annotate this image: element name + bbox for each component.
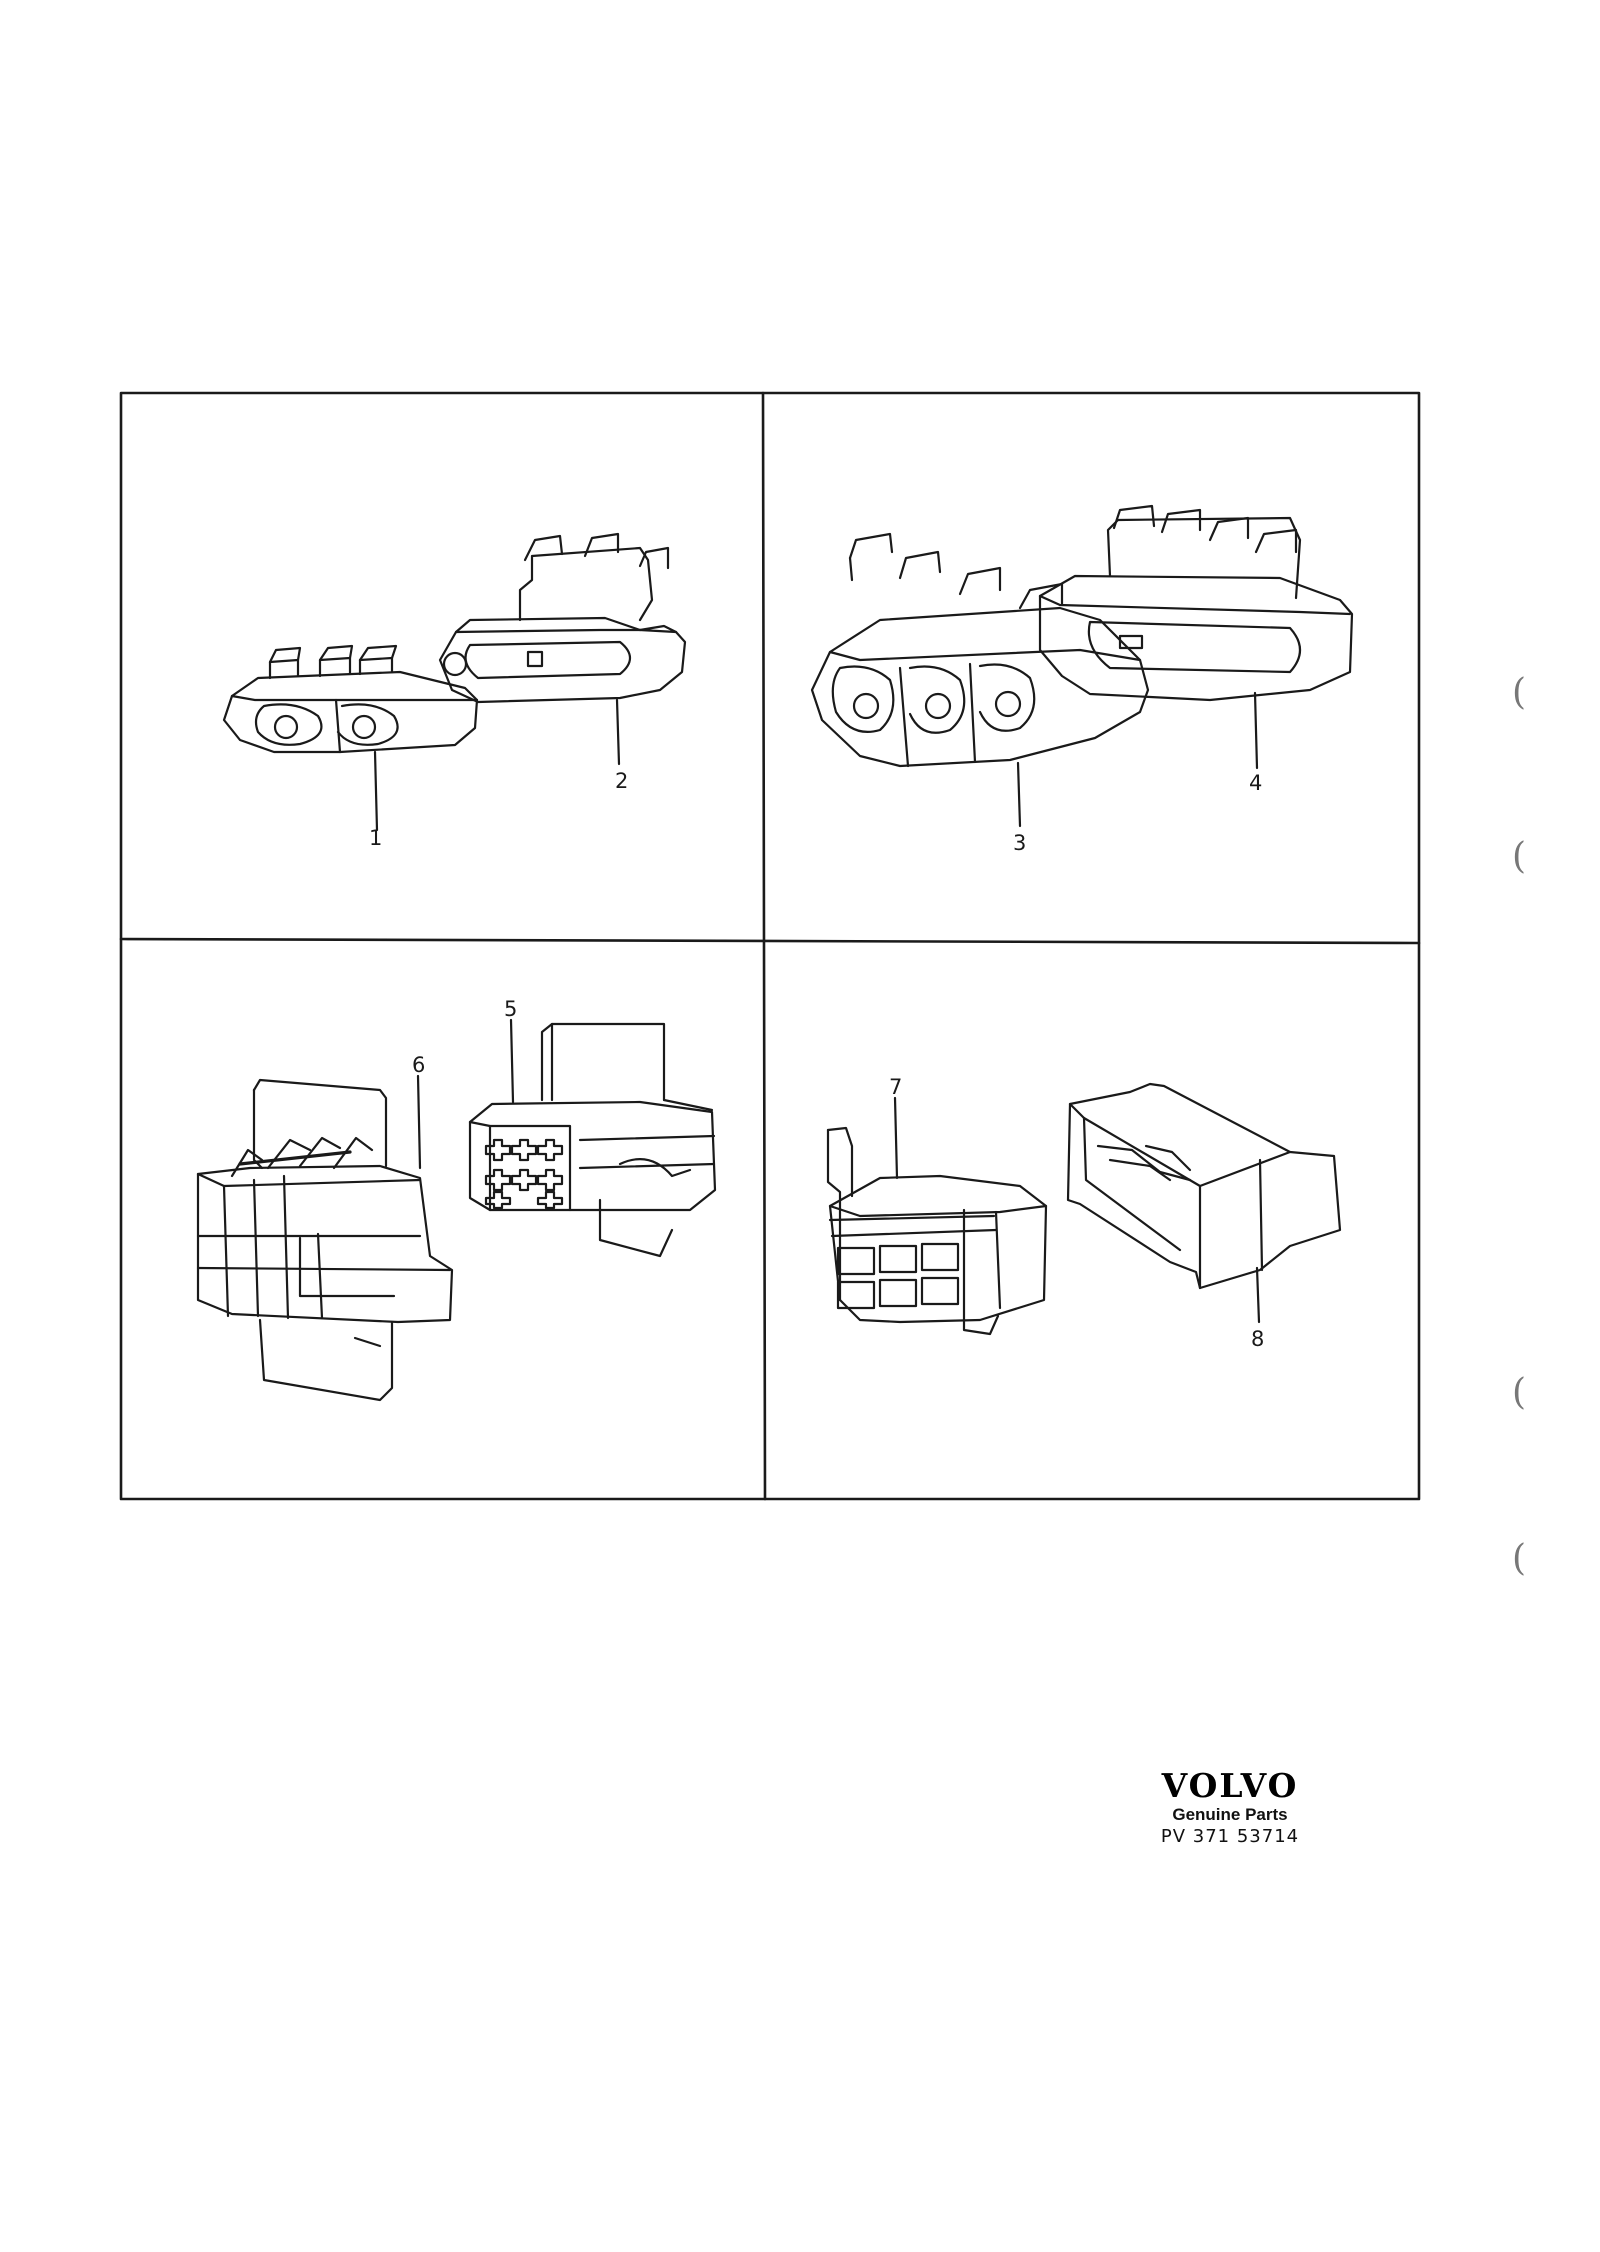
callout-8: 8	[1251, 1327, 1264, 1351]
panel-grid	[119, 391, 1421, 1501]
connector-part-5	[468, 1018, 717, 1258]
part-number: PV 371 53714	[1160, 1826, 1300, 1847]
callout-4: 4	[1249, 771, 1262, 795]
binder-mark: (	[1512, 672, 1527, 713]
callout-5: 5	[504, 997, 517, 1021]
binder-mark: (	[1512, 836, 1527, 877]
brand-tagline: Genuine Parts	[1172, 1805, 1288, 1824]
callout-7: 7	[889, 1075, 902, 1099]
callout-6: 6	[412, 1053, 425, 1077]
pin-grid	[484, 1138, 564, 1210]
connector-part-1	[222, 644, 479, 832]
binder-mark: (	[1512, 1538, 1527, 1579]
connector-part-7	[826, 1096, 1048, 1336]
connector-part-2	[438, 532, 687, 766]
binder-mark: (	[1512, 1372, 1527, 1413]
connector-part-3	[810, 532, 1150, 828]
brand-block: VOLVO Genuine Parts PV 371 53714	[1090, 1768, 1370, 1848]
callout-labels: 1 2 3 4 5 6 7 8	[369, 769, 1264, 1351]
connector-part-8	[1066, 1082, 1342, 1324]
callout-3: 3	[1013, 831, 1026, 855]
connector-part-6	[196, 1074, 454, 1402]
volvo-logo: VOLVO	[1161, 1766, 1299, 1805]
callout-1: 1	[369, 826, 382, 850]
callout-2: 2	[615, 769, 628, 793]
connector-part-4	[1038, 504, 1354, 770]
